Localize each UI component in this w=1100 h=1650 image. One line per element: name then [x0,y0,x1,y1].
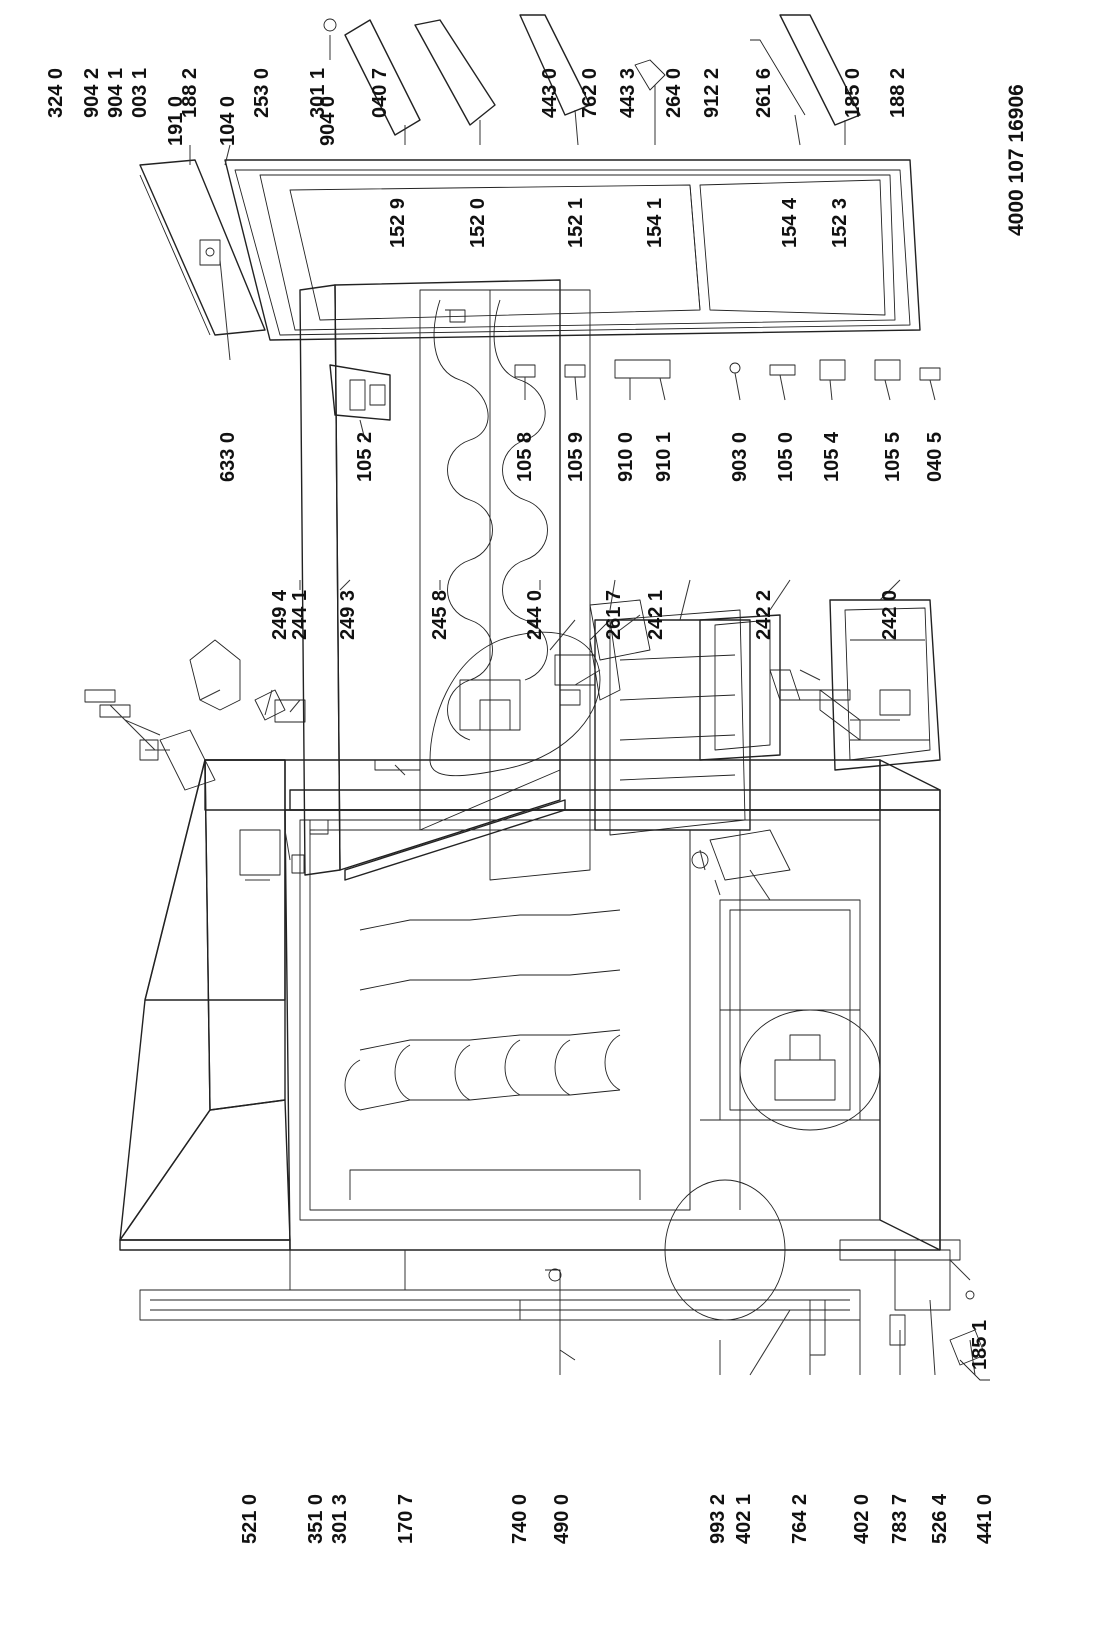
label-185-1: 185 1 [969,1319,991,1370]
label-324-0: 324 0 [45,67,67,118]
shelves-and-drawers [299,279,941,881]
label-261-7: 261 7 [603,589,625,640]
label-249-3: 249 3 [337,589,359,640]
label-242-2: 242 2 [753,589,775,640]
label-040-5: 040 5 [924,431,946,482]
label-242-0: 242 0 [879,589,901,640]
label-105-9: 105 9 [565,431,587,482]
label-993-2: 993 2 [707,1493,729,1544]
power-cord [545,1268,576,1361]
label-152-1: 152 1 [565,197,587,248]
label-249-4: 249 4 [269,589,291,640]
label-910-1: 910 1 [653,431,675,482]
compressor-area [664,1009,990,1381]
label-903-0: 903 0 [729,431,751,482]
label-170-7: 170 7 [395,1493,417,1544]
label-105-2: 105 2 [354,431,376,482]
label-490-0: 490 0 [551,1493,573,1544]
label-152-9: 152 9 [387,197,409,248]
label-105-5: 105 5 [882,431,904,482]
door-small-parts [329,359,941,421]
label-244-0: 244 0 [524,589,546,640]
label-910-0: 910 0 [615,431,637,482]
label-441-0: 441 0 [974,1493,996,1544]
label-783-7: 783 7 [889,1493,911,1544]
label-154-4: 154 4 [779,197,801,248]
label-188-2-bottom: 188 2 [887,67,909,118]
label-526-4: 526 4 [929,1493,951,1544]
label-762-0: 762 0 [579,67,601,118]
label-253-0: 253 0 [251,67,273,118]
label-443-3: 443 3 [617,67,639,118]
label-521-0: 521 0 [239,1493,261,1544]
label-105-4: 105 4 [821,431,843,482]
label-105-0: 105 0 [775,431,797,482]
label-764-2: 764 2 [789,1493,811,1544]
label-105-8: 105 8 [514,431,536,482]
label-402-0: 402 0 [851,1493,873,1544]
label-402-1: 402 1 [733,1493,755,1544]
label-244-1: 244 1 [289,589,311,640]
label-912-2: 912 2 [701,67,723,118]
door-assembly [139,14,921,341]
top-hinge-parts [84,639,421,791]
label-904-1: 904 1 [105,67,127,118]
label-245-8: 245 8 [429,589,451,640]
label-261-6: 261 6 [753,67,775,118]
label-185-0: 185 0 [842,67,864,118]
label-443-0: 443 0 [539,67,561,118]
label-740-0: 740 0 [509,1493,531,1544]
label-003-1: 003 1 [129,67,151,118]
label-154-1: 154 1 [644,197,666,248]
label-242-1: 242 1 [645,589,667,640]
document-code: 4000 107 16906 [1005,84,1028,236]
label-264-0: 264 0 [663,67,685,118]
leader-lines [109,35,976,1376]
label-904-2: 904 2 [81,67,103,118]
label-191-0: 191 0 [165,95,187,146]
label-152-3: 152 3 [829,197,851,248]
cabinet-body [119,759,941,1321]
label-040-7: 040 7 [369,67,391,118]
label-301-3: 301 3 [329,1493,351,1544]
label-351-0: 351 0 [305,1493,327,1544]
label-904-0: 904 0 [317,95,339,146]
label-633-0: 633 0 [217,431,239,482]
label-104-0: 104 0 [217,95,239,146]
label-152-0: 152 0 [467,197,489,248]
